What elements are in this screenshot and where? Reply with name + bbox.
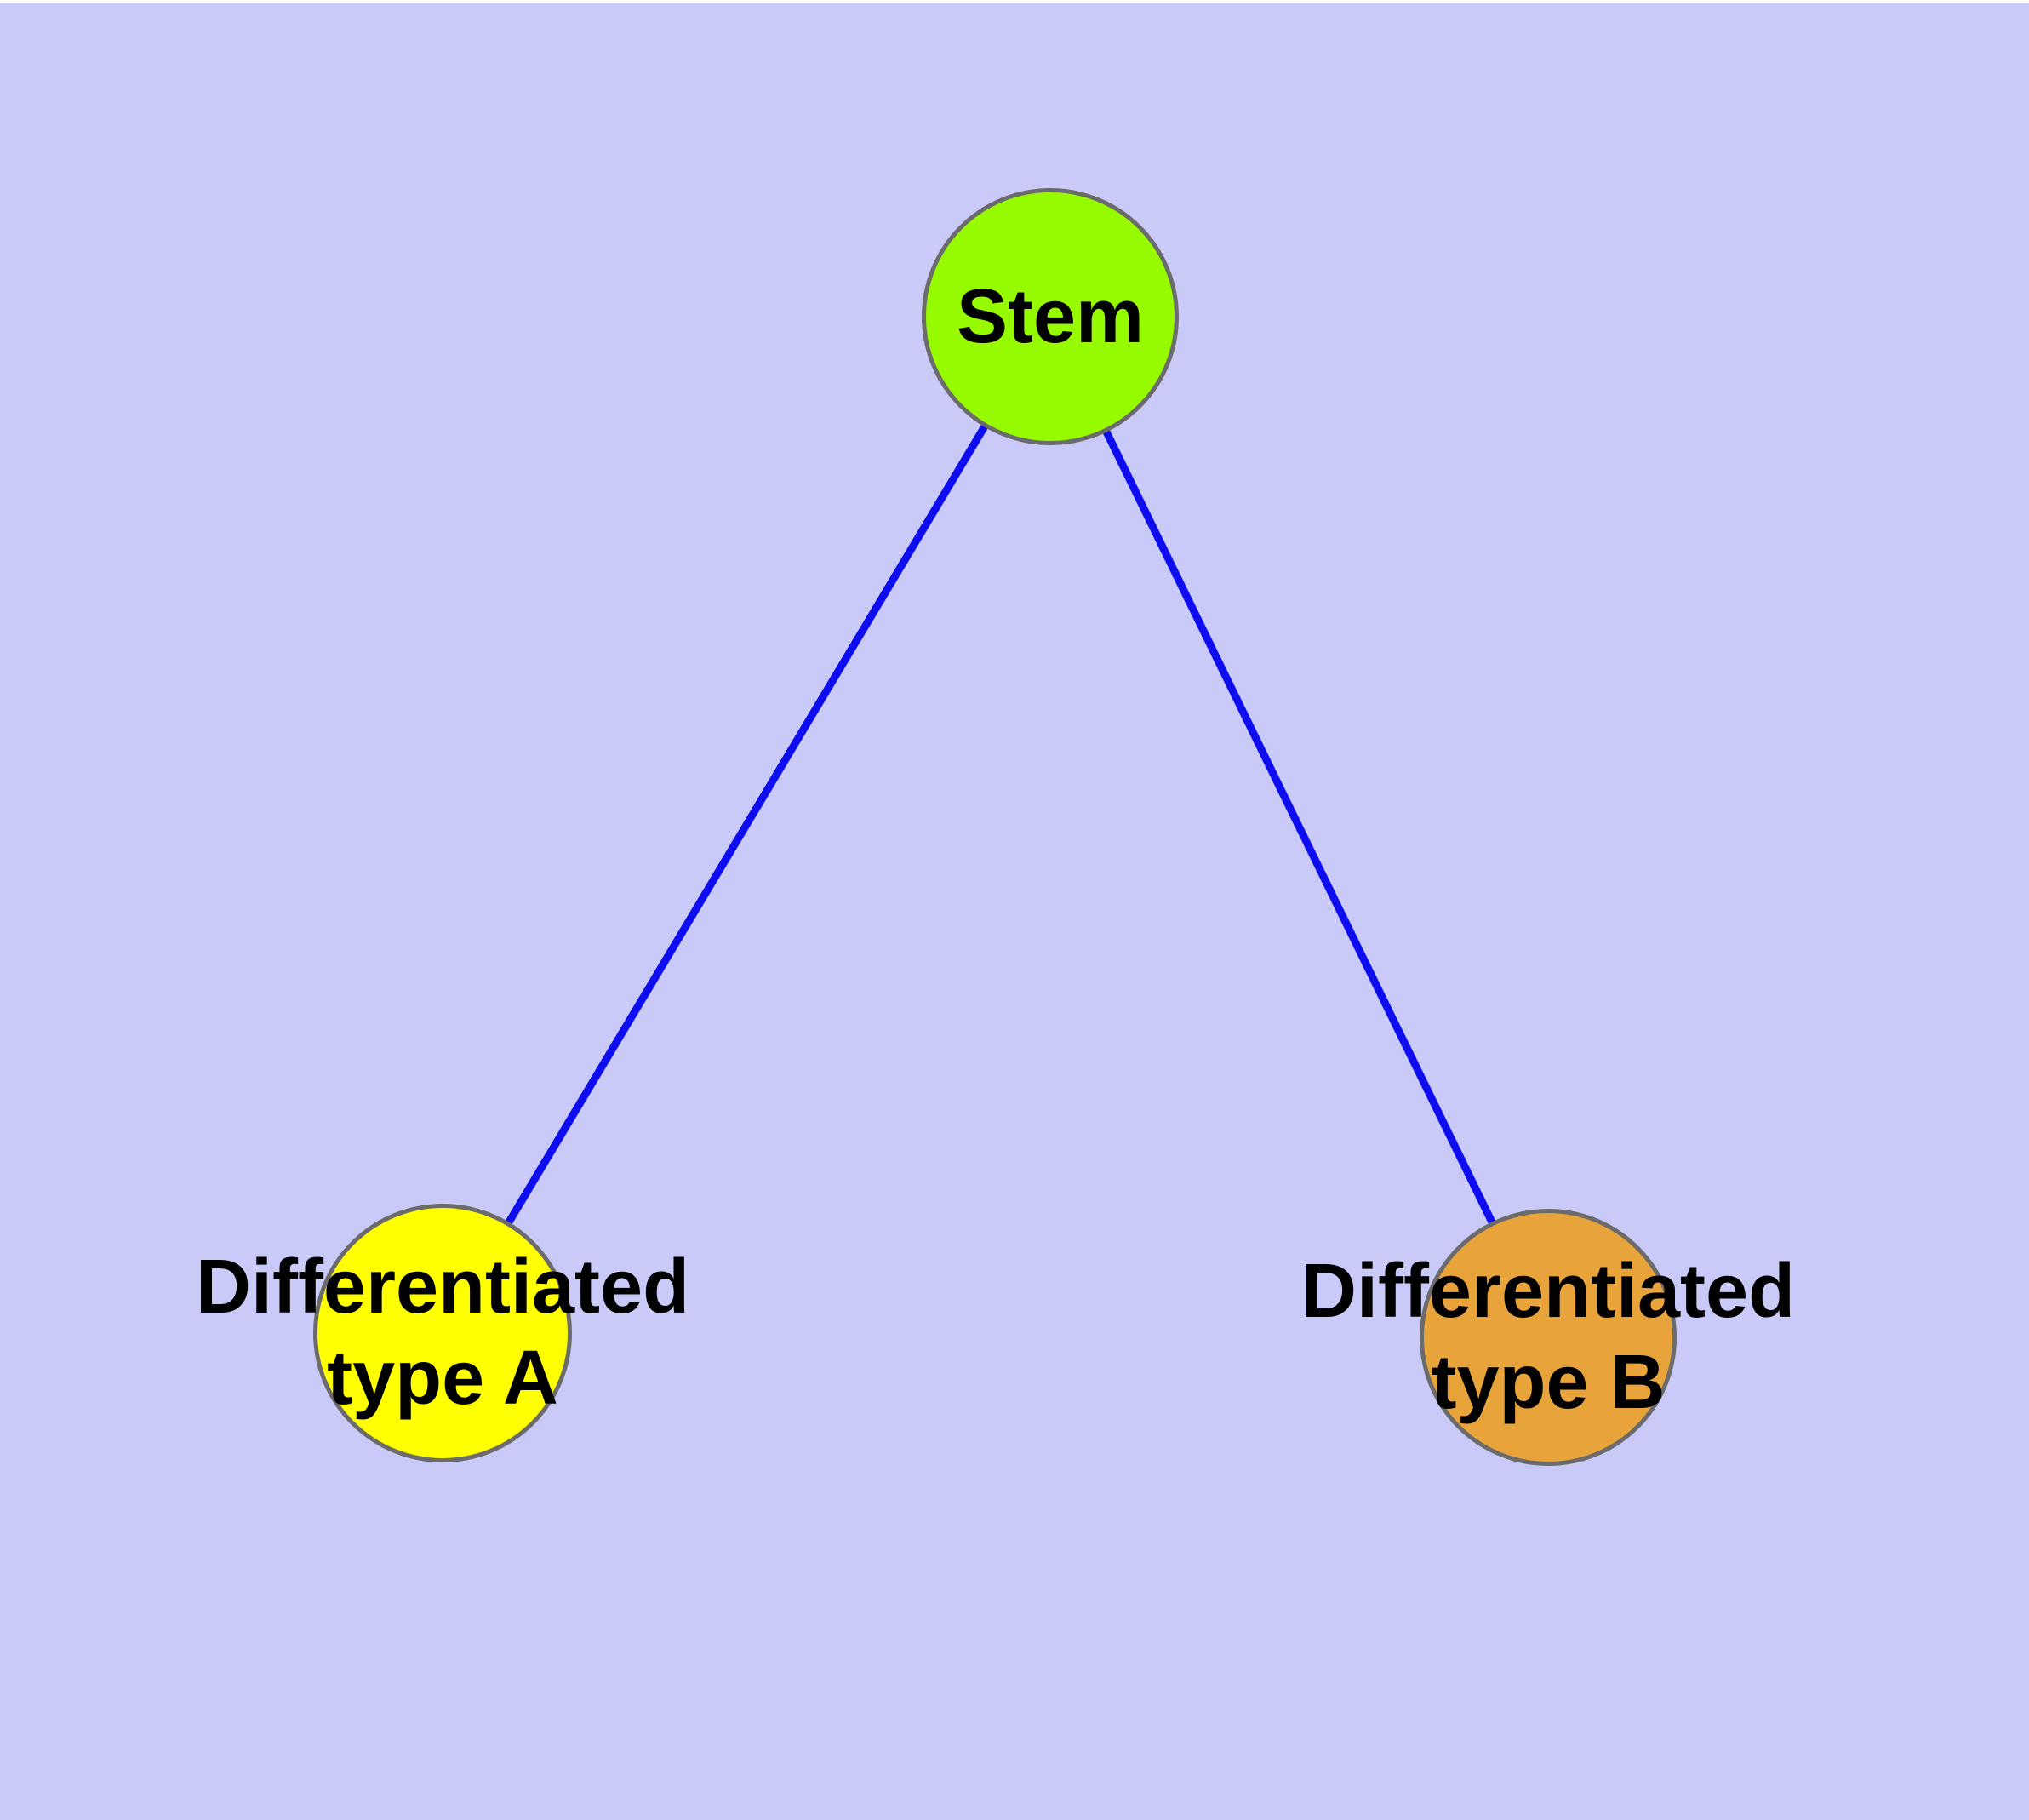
node-differentiated-type-b: Differentiated type B xyxy=(1301,1209,1795,1466)
node-differentiated-type-b-label-line1: Differentiated xyxy=(1300,1249,1796,1334)
node-differentiated-type-b-label-line2: type B xyxy=(1431,1340,1666,1425)
node-differentiated-type-a-label-line2: type A xyxy=(327,1336,558,1421)
node-differentiated-type-a-label: Differentiated type A xyxy=(196,1242,689,1424)
node-stem-label: Stem xyxy=(957,272,1144,363)
node-differentiated-type-a-label-line1: Differentiated xyxy=(195,1245,690,1330)
edge-stem-to-type-b xyxy=(1046,312,1552,1342)
edge-stem-to-type-a xyxy=(438,312,1055,1337)
top-margin xyxy=(0,0,2029,3)
node-differentiated-type-a: Differentiated type A xyxy=(196,1204,689,1462)
node-differentiated-type-b-label: Differentiated type B xyxy=(1301,1246,1795,1428)
node-stem-label-line: Stem xyxy=(956,273,1145,359)
node-stem: Stem xyxy=(922,188,1179,445)
